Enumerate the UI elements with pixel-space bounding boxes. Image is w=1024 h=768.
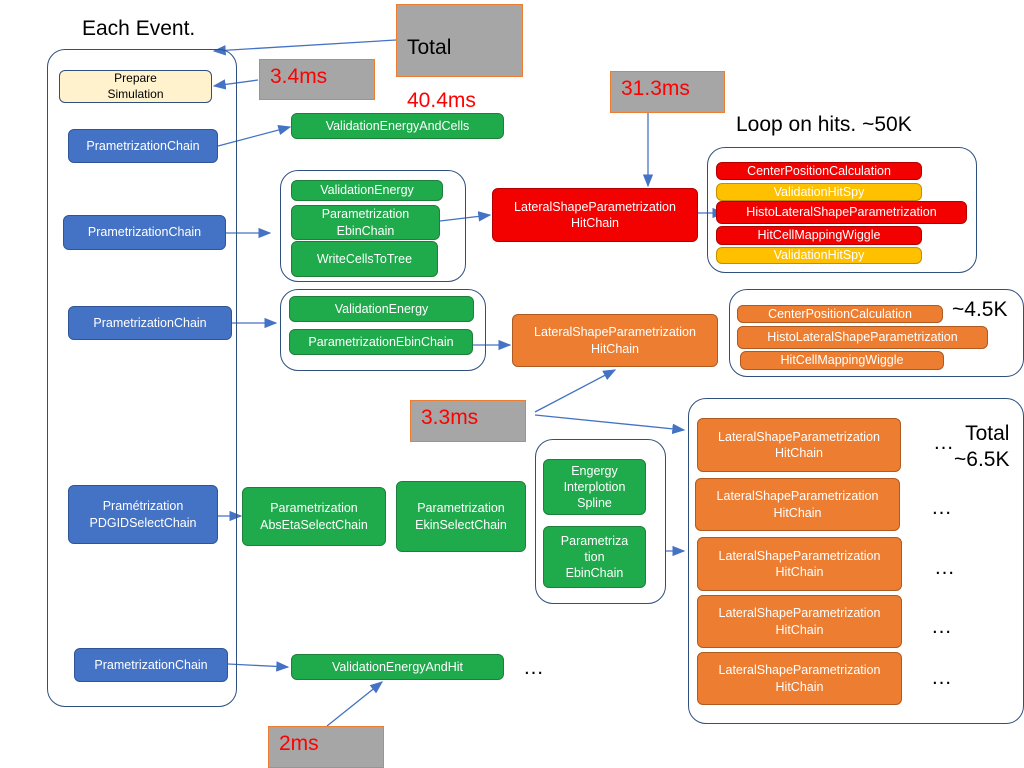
ellipsis-list-5: … xyxy=(931,666,952,689)
parametrization-chain-1: PrametrizationChain xyxy=(68,129,218,163)
validation-group-2 xyxy=(280,289,486,371)
validation-energy-block-2: ValidationEnergy xyxy=(289,296,474,322)
energy-interpolation-spline-block: Engergy Interplotion Spline xyxy=(543,459,646,515)
hitloop-red-item: HistoLateralShapeParametrization xyxy=(716,201,967,224)
hitloop-orange-item: HistoLateralShapeParametrization xyxy=(737,326,988,349)
arrow-2ms-to-valhit xyxy=(326,681,384,727)
total-6-5k-label: Total ~6.5K xyxy=(954,422,1010,472)
lateral-list-item: LateralShapeParametrization HitChain xyxy=(697,537,902,591)
lateral-list-item: LateralShapeParametrization HitChain xyxy=(697,418,901,472)
hitloop-orange-item: CenterPositionCalculation xyxy=(737,305,943,323)
lateral-list-item: LateralShapeParametrization HitChain xyxy=(695,478,900,531)
prepare-time-callout: 3.4ms xyxy=(259,59,375,100)
hitloop-red-item: ValidationHitSpy xyxy=(716,247,922,264)
ellipsis-validation-hit: … xyxy=(523,656,544,679)
ellipsis-list-1: … xyxy=(933,431,954,454)
write-cells-to-tree-block: WriteCellsToTree xyxy=(291,241,438,277)
total-time-callout: Total 40.4ms xyxy=(396,4,523,112)
parametrization-ekin-select-chain-block: Parametrization EkinSelectChain xyxy=(396,481,526,552)
hitloop-red-item: HitCellMappingWiggle xyxy=(716,226,922,245)
parametrization-pdgid-select-chain: Pramétrization PDGIDSelectChain xyxy=(68,485,218,544)
arrow-total-to-event xyxy=(212,39,397,56)
lateral-red-time-callout: 31.3ms xyxy=(610,71,725,113)
validation-hit-time-callout: 2ms xyxy=(268,726,384,768)
validation-group-1 xyxy=(280,170,466,282)
ellipsis-list-4: … xyxy=(931,615,952,638)
arrow-chain1-to-valcells xyxy=(217,124,292,147)
loop-on-hits-label: Loop on hits. ~50K xyxy=(736,113,912,136)
total-label: Total xyxy=(407,36,452,60)
validation-energy-and-cells-block: ValidationEnergyAndCells xyxy=(291,113,504,139)
hit-loop-group-red xyxy=(707,147,977,273)
event-group xyxy=(47,49,237,707)
hits-4-5k-label: ~4.5K xyxy=(952,298,1008,321)
parametrization-chain-2: PrametrizationChain xyxy=(63,215,226,250)
lateral-list-item: LateralShapeParametrization HitChain xyxy=(697,652,902,705)
hitloop-red-item: CenterPositionCalculation xyxy=(716,162,922,180)
parametrization-ebin-chain-block-1: Parametrization EbinChain xyxy=(291,205,440,240)
validation-energy-and-hit-block: ValidationEnergyAndHit xyxy=(291,654,504,680)
prepare-simulation-block: Prepare Simulation xyxy=(59,70,212,103)
hitloop-orange-item: HitCellMappingWiggle xyxy=(740,351,944,370)
lateral-shape-hitchain-orange: LateralShapeParametrization HitChain xyxy=(512,314,718,367)
arrow-33ms-to-orange xyxy=(534,369,617,413)
parametrization-ebin-chain-block-3: Parametriza tion EbinChain xyxy=(543,526,646,588)
arrow-33ms-to-list xyxy=(534,414,686,435)
ellipsis-list-3: … xyxy=(934,556,955,579)
total-time-value: 40.4ms xyxy=(407,88,476,112)
arrow-chain5-to-valhit xyxy=(227,661,290,672)
validation-energy-block-1: ValidationEnergy xyxy=(291,180,443,201)
parametrization-chain-5: PrametrizationChain xyxy=(74,648,228,682)
parametrization-chain-3: PrametrizationChain xyxy=(68,306,232,340)
ellipsis-list-2: … xyxy=(931,496,952,519)
hitloop-red-item: ValidationHitSpy xyxy=(716,183,922,201)
lateral-orange-time-callout: 3.3ms xyxy=(410,400,526,442)
parametrization-ebin-chain-block-2: ParametrizationEbinChain xyxy=(289,329,473,355)
interp-group xyxy=(535,439,666,604)
parametrization-abseta-select-chain-block: Parametrization AbsEtaSelectChain xyxy=(242,487,386,546)
lateral-shape-hitchain-red: LateralShapeParametrization HitChain xyxy=(492,188,698,242)
lateral-list-item: LateralShapeParametrization HitChain xyxy=(697,595,902,648)
each-event-label: Each Event. xyxy=(82,17,196,40)
